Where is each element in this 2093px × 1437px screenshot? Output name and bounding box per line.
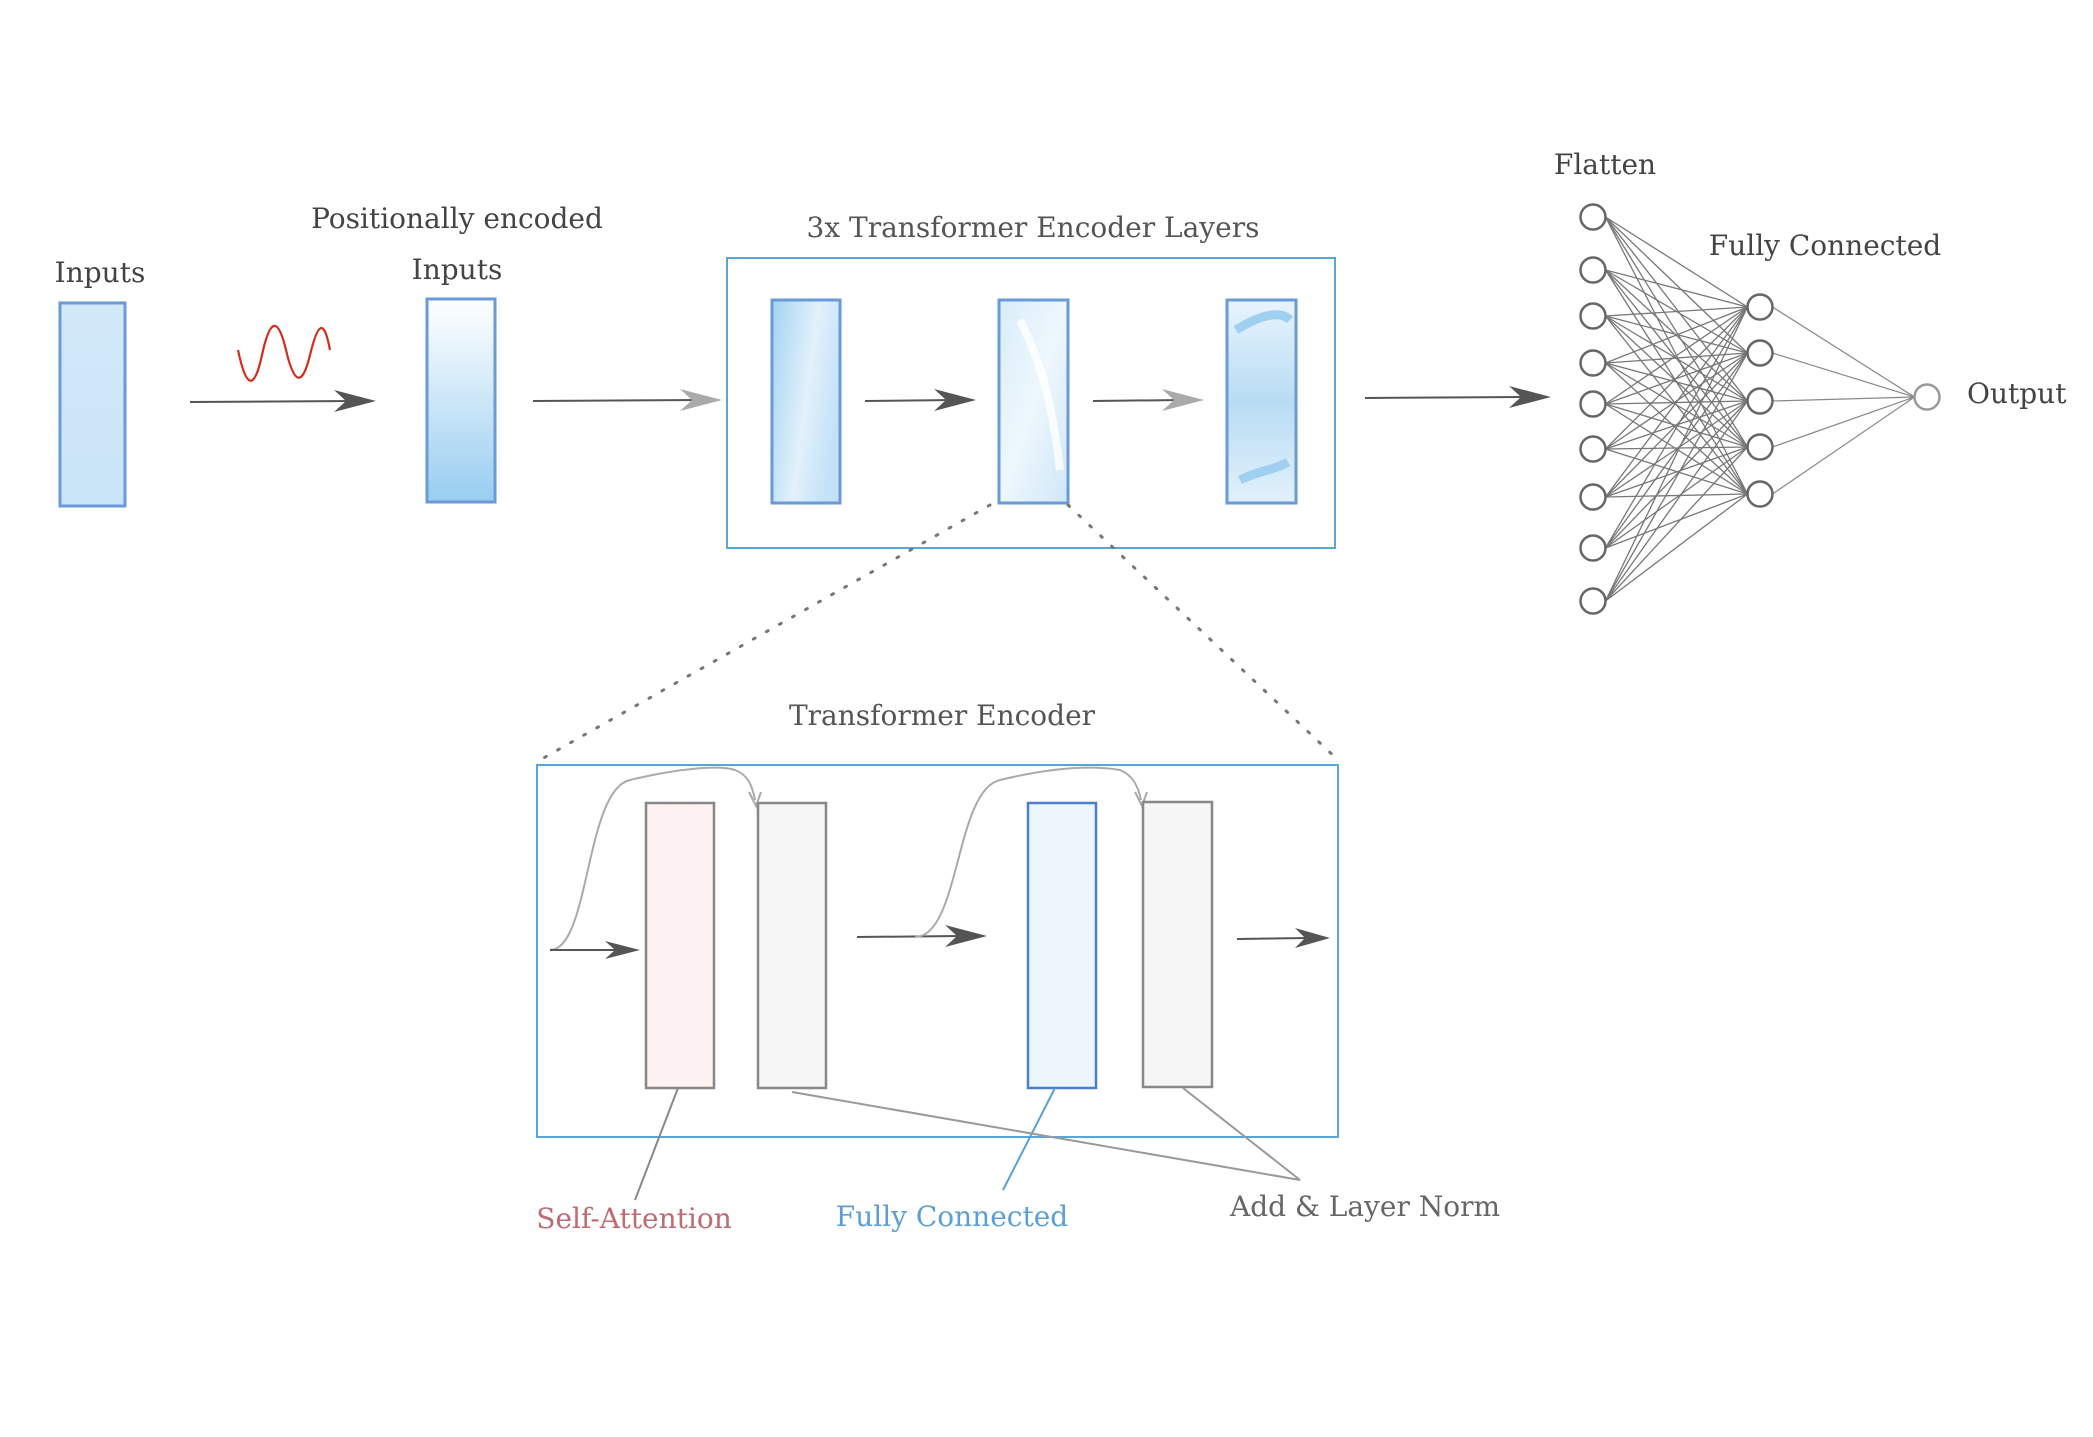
positional-label-line2: Inputs <box>412 253 503 286</box>
add-layer-norm-label: Add & Layer Norm <box>1229 1190 1500 1223</box>
positional-input-block <box>425 297 497 504</box>
fully-connected-neuron <box>1746 433 1774 461</box>
add-norm-callout-2 <box>1182 1087 1301 1181</box>
connection-line <box>1604 352 1749 549</box>
flatten-neuron <box>1579 483 1607 511</box>
arrow-to-flatten <box>1364 386 1551 408</box>
connection-line <box>1604 306 1749 549</box>
connection-line <box>1604 306 1749 602</box>
connection-line <box>1605 446 1748 498</box>
connection-line <box>1605 306 1748 317</box>
connection-line <box>1772 306 1915 398</box>
encoder-layer-1 <box>770 298 842 505</box>
connection-line <box>1772 352 1915 398</box>
connection-line <box>1605 493 1748 498</box>
flatten-neuron <box>1579 302 1607 330</box>
transformer-encoder-title: Transformer Encoder <box>789 699 1096 732</box>
self-attention-label: Self-Attention <box>536 1202 731 1235</box>
connection-line <box>1772 396 1915 402</box>
arrow-encoder-output <box>1236 928 1330 948</box>
dense-network <box>1579 203 1941 615</box>
add-norm-block-2 <box>1141 800 1214 1089</box>
arrow-encoder-2-3 <box>1092 389 1204 411</box>
flatten-neuron <box>1579 203 1607 231</box>
residual-connection-2 <box>914 766 1142 938</box>
connection-line <box>1605 216 1748 308</box>
connection-line <box>1605 446 1748 549</box>
flatten-neuron <box>1579 256 1607 284</box>
encoder-stack-title: 3x Transformer Encoder Layers <box>807 211 1260 244</box>
self-attention-block <box>644 801 716 1090</box>
connection-line <box>1772 396 1915 448</box>
fully-connected-neuron <box>1746 480 1774 508</box>
connection-line <box>1605 306 1748 405</box>
connection-line <box>1604 352 1749 602</box>
sine-wave-icon <box>236 324 332 382</box>
arrow-into-fully-connected <box>856 925 987 947</box>
connection-line <box>1605 446 1748 450</box>
connection-line <box>1605 446 1748 602</box>
flatten-neuron <box>1579 390 1607 418</box>
fully-connected-callout <box>1002 1087 1056 1191</box>
connection-line <box>1605 493 1748 602</box>
arrow-to-encoder-stack <box>532 389 722 411</box>
arrow-into-self-attention <box>550 941 640 959</box>
arrow-encoder-1-2 <box>864 389 976 411</box>
connection-line <box>1605 400 1748 498</box>
connection-line <box>1605 362 1748 448</box>
transformer-encoder-box <box>536 764 1339 1138</box>
connection-line <box>1605 352 1748 498</box>
positional-label-line1: Positionally encoded <box>311 202 603 235</box>
flatten-neuron <box>1579 587 1607 615</box>
fully-connected-neuron <box>1746 387 1774 415</box>
flatten-neuron <box>1579 435 1607 463</box>
encoder-stack-box <box>726 257 1336 549</box>
output-label: Output <box>1967 377 2067 410</box>
connection-line <box>1605 306 1748 364</box>
fully-connected-neuron <box>1746 293 1774 321</box>
connection-line <box>1604 400 1749 602</box>
flatten-neuron <box>1579 534 1607 562</box>
zoom-line-right <box>1066 503 1340 762</box>
connection-line <box>1605 400 1748 549</box>
add-norm-callout-1 <box>791 1091 1301 1181</box>
flatten-label: Flatten <box>1554 148 1656 181</box>
fully-connected-block <box>1026 801 1098 1090</box>
output-neuron <box>1913 383 1941 411</box>
arrow-to-positional <box>189 390 376 412</box>
fully-connected-top-label: Fully Connected <box>1709 229 1942 262</box>
add-norm-block-1 <box>756 801 828 1090</box>
self-attention-callout <box>634 1087 679 1201</box>
encoder-layer-2 <box>997 298 1070 505</box>
connection-line <box>1604 216 1749 402</box>
fully-connected-bottom-label: Fully Connected <box>836 1200 1069 1233</box>
connection-line <box>1605 306 1748 450</box>
connection-line <box>1604 306 1749 498</box>
fully-connected-neuron <box>1746 339 1774 367</box>
connection-line <box>1772 396 1915 495</box>
flatten-neuron <box>1579 349 1607 377</box>
inputs-label: Inputs <box>55 256 146 289</box>
input-block <box>58 301 127 508</box>
residual-connection-1 <box>549 766 756 951</box>
connection-line <box>1605 493 1748 549</box>
connection-line <box>1605 269 1748 308</box>
